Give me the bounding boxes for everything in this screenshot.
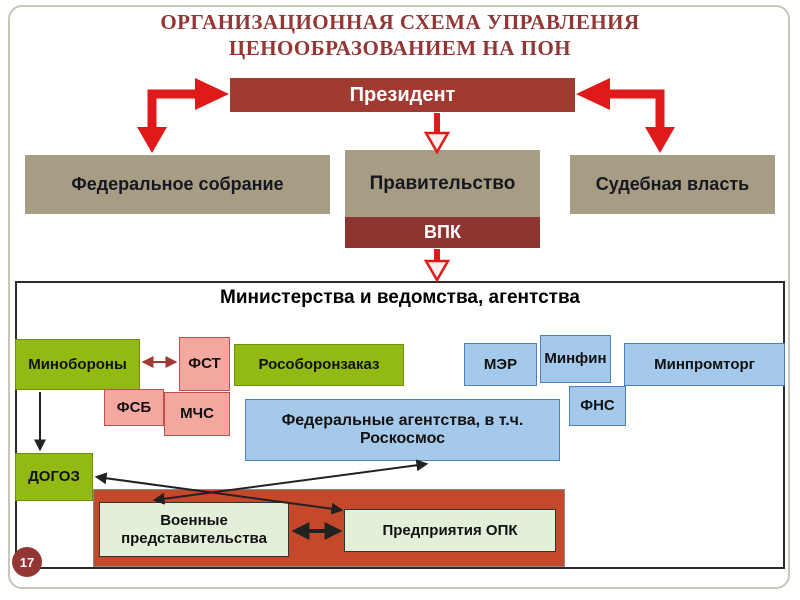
node-dogoz: ДОГОЗ (15, 453, 93, 501)
arrow-president-federal-assembly (137, 78, 229, 153)
arrow-vpk-ministries (423, 249, 451, 283)
node-rosoboronzakaz: Рособоронзаказ (234, 344, 404, 386)
arrow-president-judicial (576, 78, 675, 153)
page-number-badge: 17 (12, 547, 42, 577)
ministries-header: Министерства и ведомства, агентства (220, 287, 580, 308)
node-government: Правительство (345, 150, 540, 217)
node-president: Президент (230, 78, 575, 112)
node-fst: ФСТ (179, 337, 230, 391)
node-fsb: ФСБ (104, 389, 164, 426)
node-opk-enterprises: Предприятия ОПК (344, 509, 556, 552)
node-federal-assembly: Федеральное собрание (25, 155, 330, 214)
node-judicial-power: Судебная власть (570, 155, 775, 214)
node-mchs: МЧС (164, 392, 230, 436)
node-vpk: ВПК (345, 217, 540, 248)
slide-title: ОРГАНИЗАЦИОННАЯ СХЕМА УПРАВЛЕНИЯ ЦЕНООБР… (100, 10, 700, 61)
node-fns: ФНС (569, 386, 626, 426)
node-minpromtorg: Минпромторг (624, 343, 785, 386)
slide-title-line2: ЦЕНООБРАЗОВАНИЕМ НА ПОН (228, 35, 572, 60)
node-minfin: Минфин (540, 335, 611, 383)
slide-title-line1: ОРГАНИЗАЦИОННАЯ СХЕМА УПРАВЛЕНИЯ (160, 10, 640, 34)
arrow-president-government (423, 113, 451, 155)
node-minoborony: Минобороны (15, 339, 140, 390)
node-federal-agencies: Федеральные агентства, в т.ч. Роскосмос (245, 399, 560, 461)
node-mer: МЭР (464, 343, 537, 386)
node-military-representations: Военные представительства (99, 502, 289, 557)
